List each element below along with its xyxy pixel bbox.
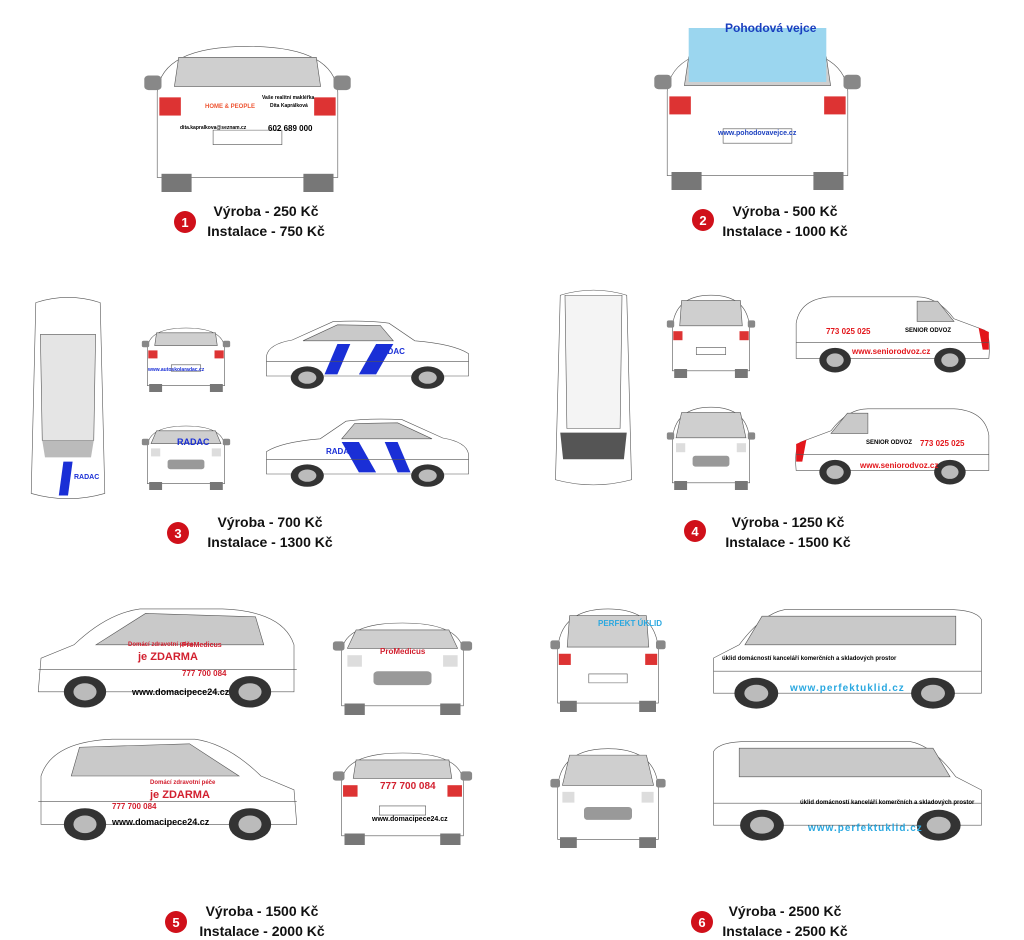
car-side-view-3a	[260, 312, 475, 392]
car-rear-view-5	[330, 730, 475, 845]
van-side-view-4b	[790, 400, 995, 488]
package-price: Výroba - 500 Kč Instalace - 1000 Kč	[722, 201, 847, 241]
wrap-website: www.perfektuklid.cz	[790, 683, 905, 694]
van-top-view-4	[546, 285, 641, 490]
package-price: Výroba - 2500 Kč Instalace - 2500 Kč	[722, 901, 847, 940]
van-side-view-6a	[705, 603, 990, 713]
wrap-phone: 777 700 084	[380, 781, 436, 792]
wrap-services: úklid domácností kanceláří komerčních a …	[722, 656, 897, 662]
wrap-phone: 777 700 084	[182, 669, 227, 678]
installation-price: Instalace - 1300 Kč	[207, 534, 333, 550]
van-rear-view-4	[665, 288, 757, 378]
car-top-view-3	[22, 292, 114, 504]
vehicle-drawing	[260, 410, 475, 487]
package-number-badge: 3	[167, 522, 189, 544]
installation-price: Instalace - 2000 Kč	[199, 923, 325, 939]
wrap-free: je ZDARMA	[150, 789, 210, 801]
production-price: Výroba - 2500 Kč	[728, 903, 842, 919]
wrap-phone: 777 700 084	[112, 802, 157, 811]
wrap-website: www.domacipece24.cz	[112, 817, 210, 827]
wrap-brand: RADAC	[74, 474, 100, 481]
vehicle-drawing	[705, 735, 990, 841]
production-price: Výroba - 250 Kč	[213, 203, 319, 219]
wrap-website: www.perfektuklid.cz	[808, 823, 923, 834]
wrap-brand: RADAC	[177, 437, 210, 447]
wrap-brand: SENIOR ODVOZ	[905, 328, 952, 334]
production-price: Výroba - 700 Kč	[217, 514, 323, 530]
car-front-view-3	[140, 410, 232, 490]
van-side-view-6b	[705, 735, 990, 845]
vehicle-drawing	[30, 600, 305, 708]
vehicle-drawing	[30, 730, 305, 841]
vehicle-drawing	[332, 600, 473, 715]
vehicle-drawing	[705, 603, 990, 709]
wrap-services: úklid domácností kanceláří komerčních a …	[800, 800, 975, 806]
vehicle-drawing	[550, 600, 666, 712]
wrap-free: je ZDARMA	[138, 651, 198, 663]
vehicle-drawing	[550, 740, 666, 848]
car-rear-view-3	[140, 312, 232, 392]
production-price: Výroba - 1500 Kč	[205, 903, 319, 919]
package-number-badge: 5	[165, 911, 187, 933]
wrap-website: www.seniorodvoz.cz	[852, 347, 931, 356]
wrap-website: www.autoskolaradac.cz	[148, 367, 205, 373]
vehicle-drawing	[22, 292, 114, 504]
installation-price: Instalace - 1000 Kč	[722, 223, 848, 239]
wrap-phone: 773 025 025	[826, 327, 871, 336]
vehicle-drawing	[144, 10, 351, 192]
wrap-brand: HOME & PEOPLE	[205, 104, 256, 110]
van-front-view-6	[548, 740, 668, 848]
vehicle-drawing	[790, 400, 995, 485]
vehicle-drawing	[546, 285, 641, 490]
wrap-website: www.domacipece24.cz	[132, 687, 230, 697]
wrap-brand: ProMedicus	[380, 647, 426, 656]
wrap-phone: 602 689 000	[268, 124, 313, 133]
van-side-view-4a	[790, 288, 995, 376]
wrap-brand: ProMedicus	[182, 642, 222, 649]
installation-price: Instalace - 1500 Kč	[725, 534, 851, 550]
car-side-view-3b	[260, 410, 475, 490]
vehicle-drawing	[654, 28, 861, 190]
van-front-view-4	[665, 400, 757, 490]
package-number-badge: 1	[174, 211, 196, 233]
wrap-website: www.domacipece24.cz	[372, 816, 448, 823]
package-number-badge: 2	[692, 209, 714, 231]
vehicle-drawing	[332, 730, 473, 845]
package-number-badge: 6	[691, 911, 713, 933]
wrap-text-line: Dita Kaprálková	[270, 103, 308, 109]
wrap-slogan: Domácí zdravotní péče	[150, 780, 216, 786]
vehicle-drawing	[141, 312, 231, 392]
wrap-brand: PERFEKT ÚKLID	[598, 619, 662, 628]
package-price: Výroba - 700 Kč Instalace - 1300 Kč	[207, 512, 332, 552]
wrap-website: www.seniorodvoz.cz	[860, 461, 939, 470]
wrap-website: www.pohodovavejce.cz	[718, 130, 797, 137]
vehicle-drawing	[141, 410, 231, 490]
installation-price: Instalace - 2500 Kč	[722, 923, 848, 939]
car-rear-view-2	[650, 10, 865, 190]
wrap-brand: SENIOR ODVOZ	[866, 440, 913, 446]
van-rear-view-6	[548, 600, 668, 712]
vehicle-drawing	[666, 400, 756, 490]
wrap-phone: 773 025 025	[920, 439, 965, 448]
installation-price: Instalace - 750 Kč	[207, 223, 325, 239]
vehicle-drawing	[790, 288, 995, 373]
wrap-brand: RADAC	[326, 447, 355, 456]
car-front-view-5	[330, 600, 475, 715]
package-price: Výroba - 1250 Kč Instalace - 1500 Kč	[725, 512, 850, 552]
package-price: Výroba - 250 Kč Instalace - 750 Kč	[207, 201, 325, 241]
vehicle-drawing	[260, 312, 475, 389]
car-side-view-5a	[30, 600, 305, 712]
production-price: Výroba - 1250 Kč	[731, 514, 845, 530]
package-number-badge: 4	[684, 520, 706, 542]
wrap-brand: RADAC	[376, 347, 405, 356]
wrap-text-line: Vaše realitní makléřka	[262, 95, 315, 101]
car-side-view-5b	[30, 730, 305, 845]
wrap-email: dita.kapralkova@seznam.cz	[180, 125, 247, 131]
wrap-slogan: Domácí zdravotní péče	[128, 642, 194, 648]
vehicle-drawing	[666, 288, 756, 378]
wrap-brand: Pohodová vejce	[725, 21, 817, 35]
car-rear-view-1	[140, 10, 355, 192]
package-price: Výroba - 1500 Kč Instalace - 2000 Kč	[199, 901, 324, 940]
production-price: Výroba - 500 Kč	[732, 203, 838, 219]
